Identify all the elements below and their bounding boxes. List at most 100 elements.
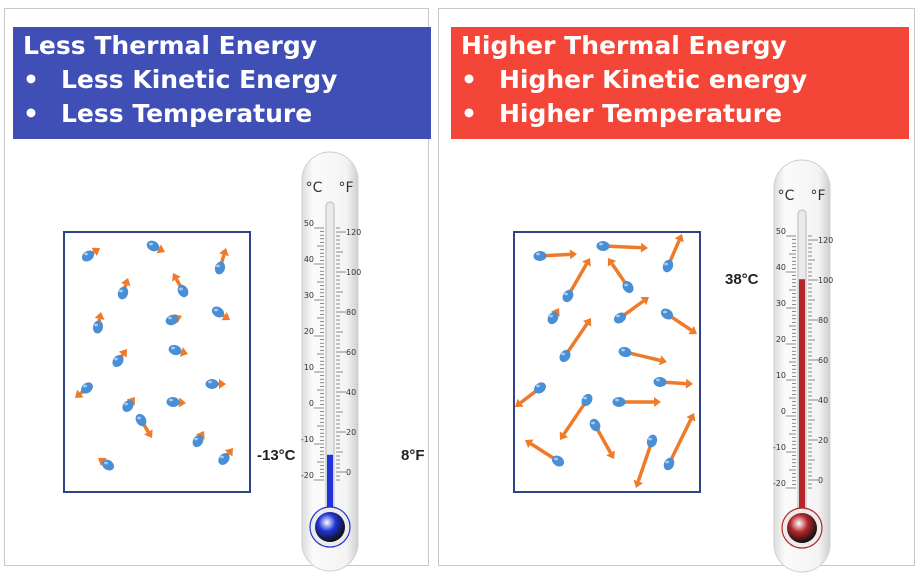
- particle: [662, 234, 684, 273]
- celsius-tick-label: 30: [304, 291, 314, 300]
- celsius-tick-label: -20: [773, 479, 786, 488]
- fahrenheit-tick-label: 20: [346, 428, 356, 437]
- velocity-arrow: [606, 244, 642, 250]
- particle: [211, 306, 230, 321]
- celsius-tick-label: 0: [781, 407, 786, 416]
- particle: [607, 258, 634, 294]
- velocity-arrow: [667, 239, 681, 264]
- celsius-tick-label: 10: [776, 371, 786, 380]
- particle: [75, 382, 93, 398]
- right-bullet-1-text: Higher Kinetic energy: [499, 65, 808, 94]
- right-bullet-2: •Higher Temperature: [461, 99, 782, 128]
- particle: [146, 240, 165, 254]
- mercury-column: [327, 454, 333, 519]
- particle: [515, 382, 546, 407]
- particle: [589, 418, 615, 459]
- particle: [663, 413, 696, 471]
- particle: [98, 457, 115, 471]
- particle-box-hot: [513, 231, 701, 493]
- velocity-arrow: [562, 402, 587, 436]
- fahrenheit-tick-label: 20: [818, 436, 828, 445]
- particle: [165, 313, 182, 326]
- right-bullet-2-text: Higher Temperature: [499, 99, 782, 128]
- fahrenheit-tick-label: 0: [346, 468, 351, 477]
- particle: [81, 247, 100, 262]
- particle-ball: [533, 250, 547, 262]
- particle: [192, 431, 205, 448]
- particle-ball: [618, 346, 632, 358]
- particle: [214, 248, 229, 275]
- left-bullet-2: •Less Temperature: [23, 99, 312, 128]
- particle-ball: [653, 376, 667, 388]
- velocity-arrow: [519, 389, 538, 405]
- celsius-tick-label: 0: [309, 399, 314, 408]
- particle: [122, 397, 135, 412]
- particle-ball: [596, 240, 610, 252]
- particle: [559, 393, 593, 440]
- fahrenheit-tick-label: 100: [346, 268, 361, 277]
- unit-fahrenheit: °F: [338, 180, 353, 196]
- velocity-arrow: [622, 299, 645, 318]
- particle: [660, 308, 697, 335]
- fahrenheit-tick-label: 80: [346, 308, 356, 317]
- thermometer-bulb: [315, 512, 345, 542]
- particle: [653, 376, 693, 389]
- right-title: Higher Thermal Energy: [461, 31, 787, 60]
- celsius-tick-label: -10: [773, 443, 786, 452]
- velocity-arrow: [610, 262, 628, 285]
- particle: [205, 379, 226, 389]
- particle: [135, 413, 153, 438]
- celsius-tick-label: 40: [304, 255, 314, 264]
- celsius-tick-label: -20: [301, 471, 314, 480]
- velocity-arrow: [565, 322, 589, 354]
- unit-fahrenheit: °F: [810, 188, 825, 204]
- velocity-arrow: [568, 263, 589, 294]
- celsius-tick-label: 50: [304, 219, 314, 228]
- right-panel: Higher Thermal Energy • Higher Kinetic en…: [438, 8, 915, 566]
- thermometer-bulb: [787, 513, 817, 543]
- fahrenheit-tick-label: 40: [818, 396, 828, 405]
- left-header: Less Thermal Energy •Less Kinetic Energy…: [13, 27, 431, 139]
- particle: [547, 308, 560, 325]
- particle-ball: [612, 397, 626, 407]
- particle-ball: [589, 418, 601, 432]
- velocity-arrow: [543, 252, 571, 258]
- particle: [633, 434, 658, 488]
- celsius-tick-label: 20: [776, 335, 786, 344]
- velocity-arrow: [663, 380, 687, 386]
- particle: [533, 249, 577, 262]
- fahrenheit-tick-label: 120: [818, 236, 833, 245]
- fahrenheit-tick-label: 40: [346, 388, 356, 397]
- celsius-reading-hot: 38°C: [725, 271, 759, 288]
- particle: [168, 344, 188, 357]
- celsius-tick-label: 40: [776, 263, 786, 272]
- bullet-dot: •: [23, 65, 39, 94]
- particle: [92, 312, 105, 334]
- particle: [166, 396, 186, 408]
- fahrenheit-tick-label: 60: [818, 356, 828, 365]
- particle-ball: [646, 434, 658, 448]
- bullet-dot: •: [461, 65, 477, 94]
- particle: [117, 278, 131, 300]
- fahrenheit-tick-label: 60: [346, 348, 356, 357]
- particle: [218, 448, 233, 465]
- velocity-arrow: [529, 442, 556, 461]
- particle: [172, 273, 189, 298]
- left-bullet-1: •Less Kinetic Energy: [23, 65, 337, 94]
- velocity-arrow: [669, 314, 693, 332]
- bullet-dot: •: [23, 99, 39, 128]
- particle-box-cold: [63, 231, 251, 493]
- fahrenheit-tick-label: 80: [818, 316, 828, 325]
- celsius-tick-label: 50: [776, 227, 786, 236]
- right-header: Higher Thermal Energy • Higher Kinetic en…: [451, 27, 909, 139]
- fahrenheit-tick-label: 100: [818, 276, 833, 285]
- fahrenheit-tick-label: 0: [818, 476, 823, 485]
- particle: [562, 258, 591, 303]
- particle: [618, 346, 667, 366]
- velocity-arrow: [669, 418, 693, 462]
- particle: [112, 349, 127, 368]
